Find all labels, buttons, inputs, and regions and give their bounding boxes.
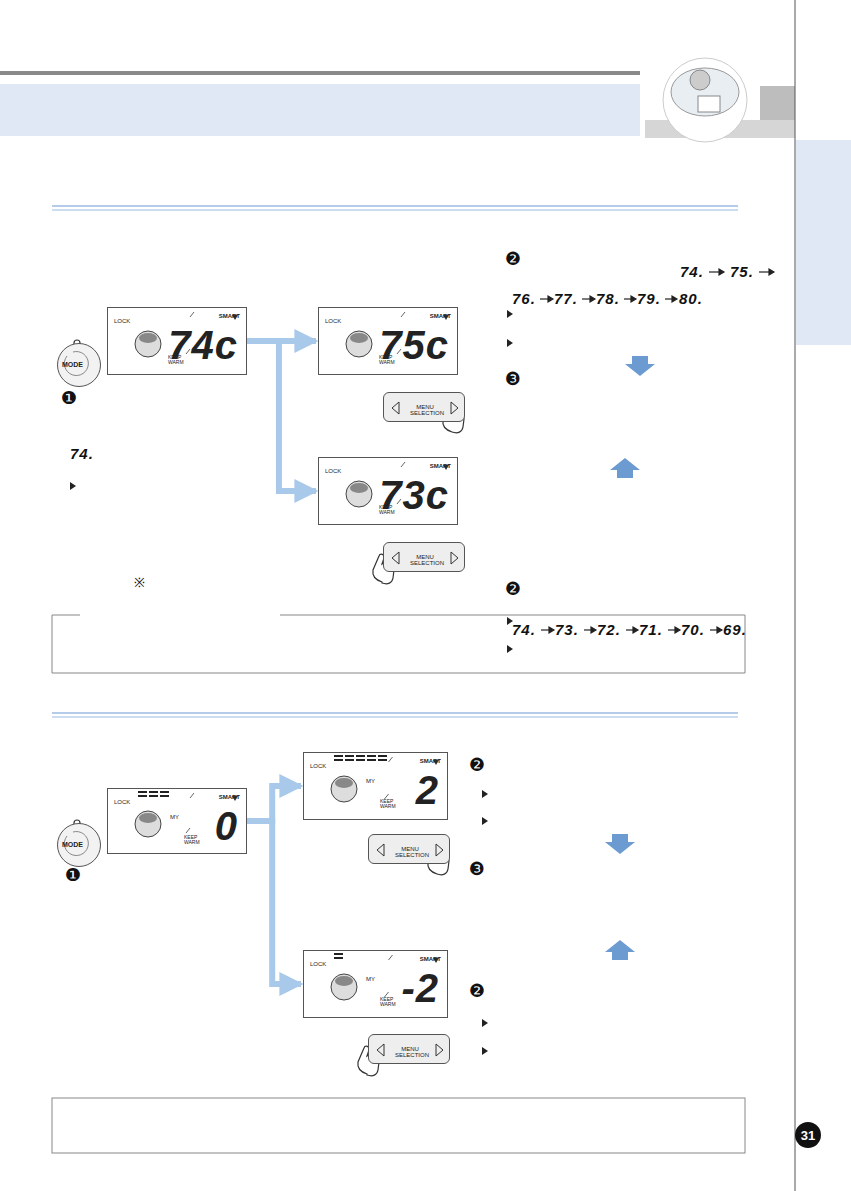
lcd-display: LOCK MY SMART KEEP WARM 0 <box>107 788 247 854</box>
lcd-display: LOCKSMARTKEEP WARM73c <box>318 457 458 525</box>
display-label: MODE <box>62 841 83 848</box>
lcd-readout: 74c <box>168 325 238 365</box>
display-label: SMART <box>430 463 451 469</box>
display-label: MODE <box>62 361 83 368</box>
display-label: KEEP WARM <box>380 799 400 810</box>
display-label: LOCK <box>310 763 326 769</box>
step-number: ❷ <box>469 756 485 774</box>
step-number: ❷ <box>505 580 521 598</box>
display-label: MY <box>366 778 375 784</box>
seg-value: 75. <box>730 264 754 279</box>
menu-selection-button: MENU SELECTION <box>368 1034 450 1064</box>
step-number: ❶ <box>61 389 77 407</box>
display-label: SMART <box>420 956 441 962</box>
seg-value: 74. <box>70 446 94 461</box>
display-label: SMART <box>430 313 451 319</box>
branch-arrow <box>247 821 301 984</box>
branch-arrow <box>247 341 316 491</box>
lcd-readout: 73c <box>379 475 449 515</box>
step-number: ❶ <box>65 866 81 884</box>
note-mark: ※ <box>134 576 145 589</box>
page-number: 31 <box>801 1129 815 1142</box>
display-label: LOCK <box>114 799 130 805</box>
lcd-display: LOCKSMARTKEEP WARM74c <box>107 307 247 375</box>
display-label: KEEP WARM <box>380 997 400 1008</box>
display-label: MY <box>366 976 375 982</box>
seg-value: 74. <box>512 622 536 637</box>
lcd-readout: -2 <box>401 968 439 1008</box>
lcd-readout: 0 <box>215 806 238 846</box>
step-number: ❸ <box>505 370 521 388</box>
seg-value: 70. <box>681 622 705 637</box>
seg-value: 80. <box>679 291 703 306</box>
display-label: SMART <box>219 794 240 800</box>
seg-value: 71. <box>639 622 663 637</box>
display-label: MENU SELECTION <box>395 1046 425 1059</box>
lcd-display: LOCK MY SMART KEEP WARM-2 <box>303 950 448 1018</box>
display-label: MENU SELECTION <box>410 404 440 417</box>
display-label: KEEP WARM <box>184 835 204 846</box>
seg-value: 79. <box>637 291 661 306</box>
step-number: ❸ <box>469 860 485 878</box>
lcd-readout: 75c <box>379 325 449 365</box>
seg-value: 69. <box>723 622 747 637</box>
display-label: SMART <box>219 313 240 319</box>
lcd-readout: 2 <box>416 770 439 810</box>
display-label: MY <box>170 814 179 820</box>
step-number: ❷ <box>469 982 485 1000</box>
display-label: MENU SELECTION <box>410 554 440 567</box>
seg-value: 72. <box>597 622 621 637</box>
seg-value: 74. <box>680 264 704 279</box>
display-label: MENU SELECTION <box>395 846 425 859</box>
mode-button: MODE <box>57 343 101 387</box>
display-label: LOCK <box>310 961 326 967</box>
menu-selection-button: MENU SELECTION <box>383 392 465 422</box>
seg-value: 78. <box>596 291 620 306</box>
mode-button: MODE <box>57 823 101 867</box>
seg-value: 73. <box>555 622 579 637</box>
lcd-display: LOCK MY SMART KEEP WARM 2 <box>303 752 448 820</box>
display-label: LOCK <box>325 318 341 324</box>
display-label: SMART <box>420 758 441 764</box>
menu-selection-button: MENU SELECTION <box>383 542 465 572</box>
seg-value: 77. <box>554 291 578 306</box>
menu-selection-button: MENU SELECTION <box>368 834 450 864</box>
lcd-display: LOCKSMARTKEEP WARM75c <box>318 307 458 375</box>
seg-value: 76. <box>512 291 536 306</box>
display-label: LOCK <box>325 468 341 474</box>
step-number: ❷ <box>505 250 521 268</box>
branch-arrow <box>247 786 301 821</box>
display-label: LOCK <box>114 318 130 324</box>
